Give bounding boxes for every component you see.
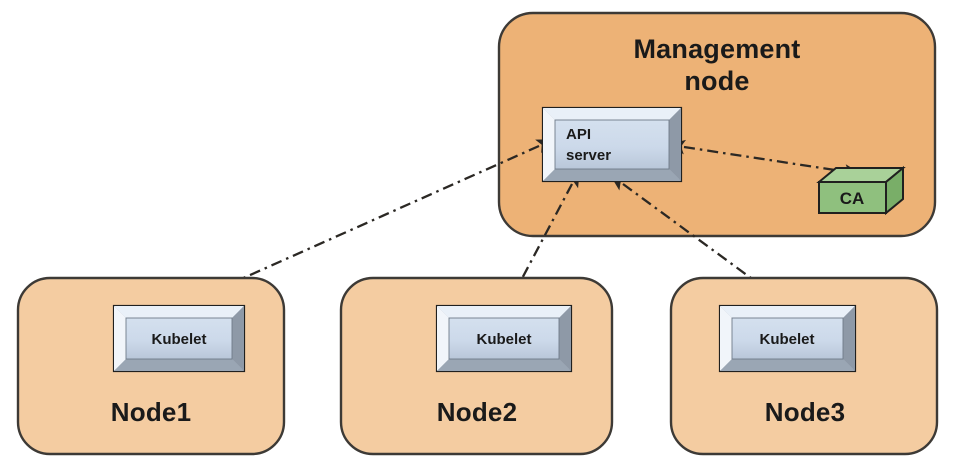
ca-box-front-face[interactable]: [818, 181, 887, 214]
node1-kubelet-bevel-right: [232, 306, 244, 371]
node3-kubelet-bevel-left: [720, 306, 732, 371]
node-group-1[interactable]: Kubelet Node1: [16, 276, 286, 456]
node1-kubelet-bevel-left: [114, 306, 126, 371]
node2-kubelet-bevel-top: [437, 306, 571, 318]
node3-kubelet-label: Kubelet: [759, 331, 814, 348]
api-server-face[interactable]: [554, 119, 670, 170]
node3-kubelet-bevel-bottom: [720, 359, 855, 371]
node3-kubelet-bevel-top: [720, 306, 855, 318]
node1-kubelet-label: Kubelet: [151, 331, 206, 348]
node1-kubelet-box[interactable]: Kubelet: [112, 304, 246, 373]
node2-kubelet-bevel-left: [437, 306, 449, 371]
api-server-label-line1: API: [566, 126, 591, 143]
connector-apiserver-node1: [182, 139, 555, 307]
node2-kubelet-bevel-bottom: [437, 359, 571, 371]
api-server-box[interactable]: API server: [541, 106, 683, 183]
node3-kubelet-bevel-right: [843, 306, 855, 371]
node3-kubelet-face[interactable]: [731, 317, 844, 360]
ca-box-label: CA: [840, 189, 865, 208]
node3-title: Node3: [765, 397, 845, 427]
node1-kubelet-bevel-top: [114, 306, 244, 318]
ca-box[interactable]: CA: [816, 165, 906, 216]
node1-title: Node1: [111, 397, 191, 427]
management-node-title-line1: Management: [633, 34, 800, 64]
node2-kubelet-face[interactable]: [448, 317, 560, 360]
node-group-2[interactable]: Kubelet Node2: [339, 276, 614, 456]
connector-apiserver-ca: [667, 139, 862, 179]
node1-kubelet-face[interactable]: [125, 317, 233, 360]
api-server-bevel-bottom: [543, 169, 681, 181]
api-server-label-line2: server: [566, 147, 611, 164]
node2-kubelet-box[interactable]: Kubelet: [435, 304, 573, 373]
node3-kubelet-box[interactable]: Kubelet: [718, 304, 857, 373]
node2-kubelet-bevel-right: [559, 306, 571, 371]
management-node-title-line2: node: [684, 66, 749, 96]
api-server-bevel-left: [543, 108, 555, 181]
api-server-bevel-top: [543, 108, 681, 120]
node2-kubelet-label: Kubelet: [476, 331, 531, 348]
node2-title: Node2: [437, 397, 517, 427]
node-group-3[interactable]: Kubelet Node3: [669, 276, 939, 456]
node1-kubelet-bevel-bottom: [114, 359, 244, 371]
api-server-bevel-right: [669, 108, 681, 181]
